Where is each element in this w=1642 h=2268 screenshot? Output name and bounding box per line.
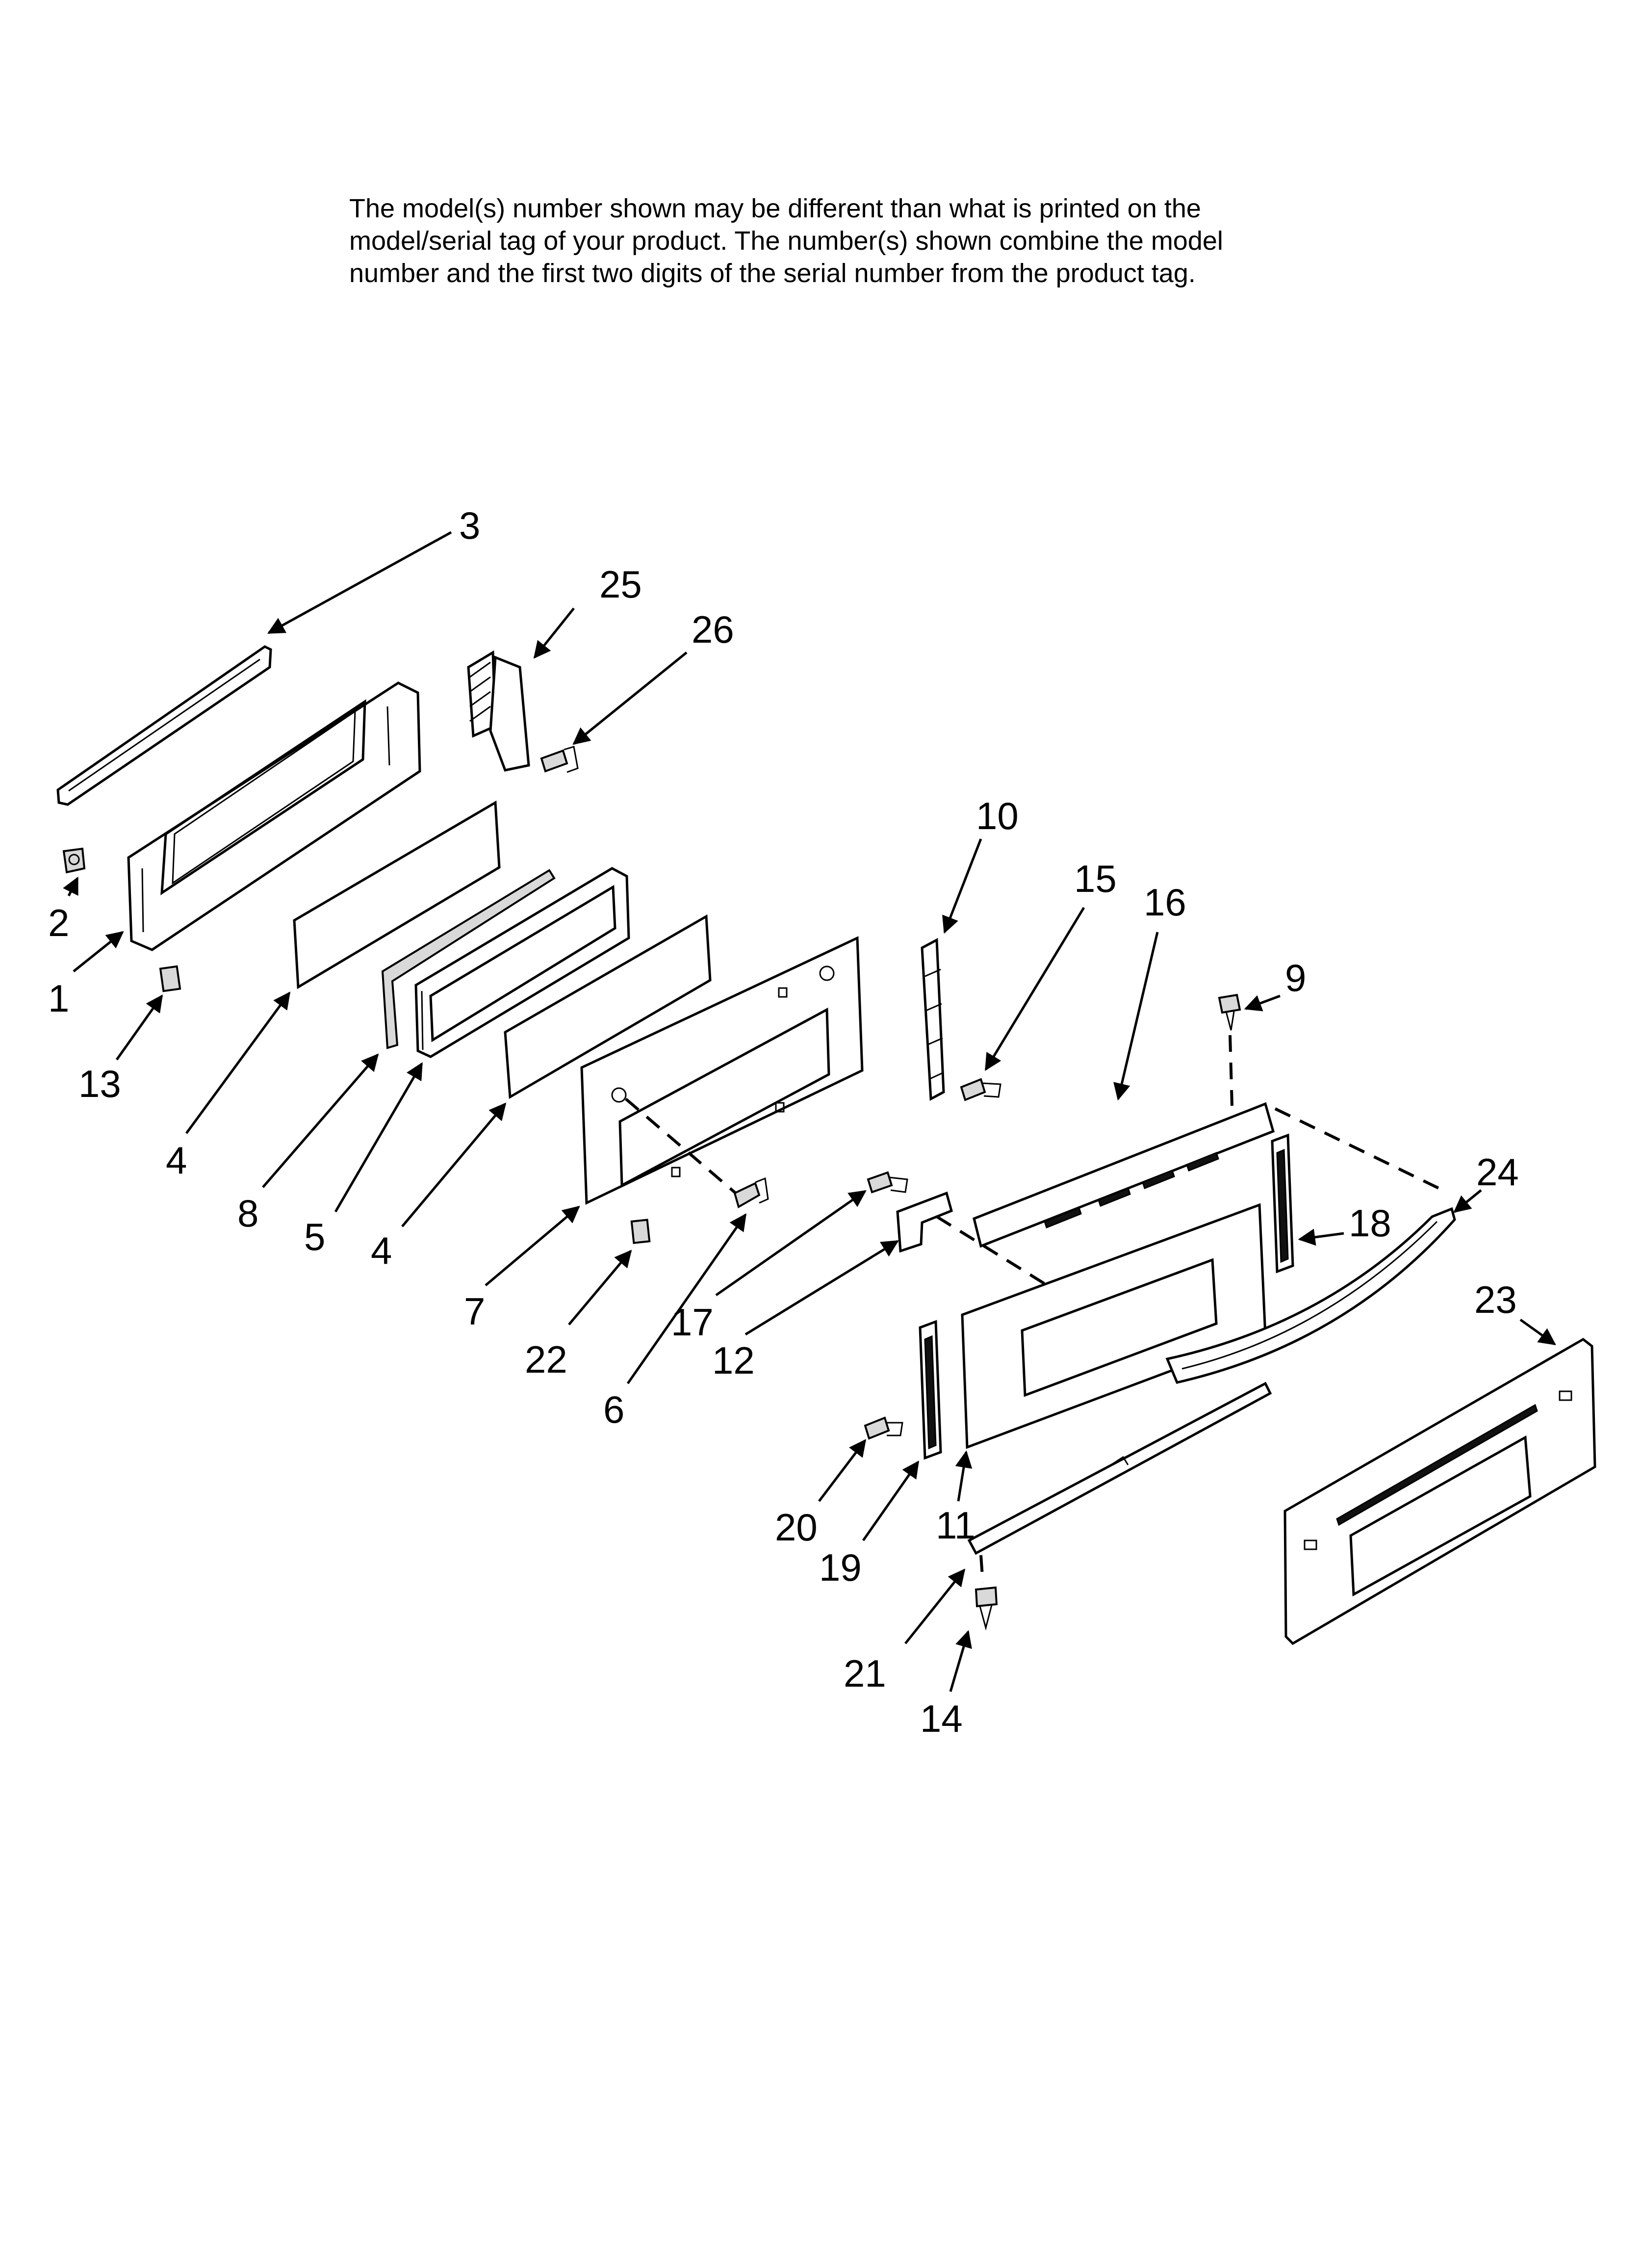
door-hinge xyxy=(467,650,530,772)
callout-24: 24 xyxy=(1476,1150,1519,1194)
callout-21: 21 xyxy=(844,1652,886,1695)
callout-8: 8 xyxy=(237,1192,258,1235)
vent-spacer xyxy=(921,938,945,1101)
door-inner-panel xyxy=(580,936,864,1205)
callout-9: 9 xyxy=(1285,956,1306,999)
bracket-screw xyxy=(867,1171,908,1194)
hinge-screw xyxy=(540,746,579,773)
callout-4b: 4 xyxy=(371,1229,392,1272)
callout-6: 6 xyxy=(603,1388,624,1431)
callout-4a: 4 xyxy=(166,1139,187,1182)
rail-screw xyxy=(975,1586,998,1631)
side-trim-left xyxy=(919,1320,942,1460)
dashed-line-24 xyxy=(1274,1107,1448,1194)
leader-arrows xyxy=(63,531,1556,1692)
callout-5: 5 xyxy=(304,1215,325,1258)
handle-bracket xyxy=(896,1191,953,1253)
callout-22: 22 xyxy=(525,1338,567,1381)
glass-pack-frame xyxy=(414,867,630,1058)
insulation-strip xyxy=(381,869,556,1049)
door-glass-inner xyxy=(293,800,501,990)
callout-2: 2 xyxy=(48,901,69,944)
panel-clip xyxy=(630,1219,651,1244)
notice-line-2: model/serial tag of your product. The nu… xyxy=(349,226,1223,256)
callout-15: 15 xyxy=(1074,857,1117,900)
callout-1: 1 xyxy=(48,977,69,1020)
door-gasket xyxy=(56,645,272,806)
callout-labels: 3 25 26 10 15 16 9 2 1 13 4 8 5 4 7 22 6… xyxy=(48,504,1519,1740)
callout-14: 14 xyxy=(920,1697,963,1740)
callout-16: 16 xyxy=(1144,881,1186,924)
notice-line-3: number and the first two digits of the s… xyxy=(349,259,1196,288)
callout-7: 7 xyxy=(464,1290,485,1333)
notice-line-1: The model(s) number shown may be differe… xyxy=(349,194,1201,223)
inner-door-frame xyxy=(127,681,421,951)
callout-23: 23 xyxy=(1474,1278,1517,1321)
bottom-trim-rail xyxy=(967,1382,1272,1555)
model-number-notice: The model(s) number shown may be differe… xyxy=(349,192,1379,289)
top-screw xyxy=(1218,993,1241,1031)
door-handle xyxy=(1165,1207,1456,1384)
dashed-line-6 xyxy=(625,1097,737,1195)
callout-11: 11 xyxy=(936,1504,975,1547)
vent-channel xyxy=(973,1102,1275,1248)
callout-20: 20 xyxy=(775,1506,818,1549)
callout-17: 17 xyxy=(671,1301,714,1344)
trim-screw xyxy=(864,1416,903,1440)
callout-26: 26 xyxy=(692,608,734,651)
dashed-line-14 xyxy=(979,1555,984,1583)
side-trim-right xyxy=(1271,1133,1294,1274)
callout-19: 19 xyxy=(819,1546,862,1589)
panel-screw xyxy=(733,1177,769,1209)
door-bumper xyxy=(62,847,86,874)
callout-10: 10 xyxy=(976,794,1019,837)
callout-18: 18 xyxy=(1349,1201,1391,1245)
callout-3: 3 xyxy=(459,504,480,547)
callout-25: 25 xyxy=(599,563,642,606)
outer-door-skin xyxy=(1283,1337,1596,1645)
vent-screw xyxy=(960,1078,1001,1101)
door-glass-outer xyxy=(504,914,712,1099)
dashed-line-9 xyxy=(1229,1035,1233,1106)
callout-12: 12 xyxy=(712,1339,755,1382)
callout-13: 13 xyxy=(78,1062,121,1105)
door-clip xyxy=(159,965,181,992)
